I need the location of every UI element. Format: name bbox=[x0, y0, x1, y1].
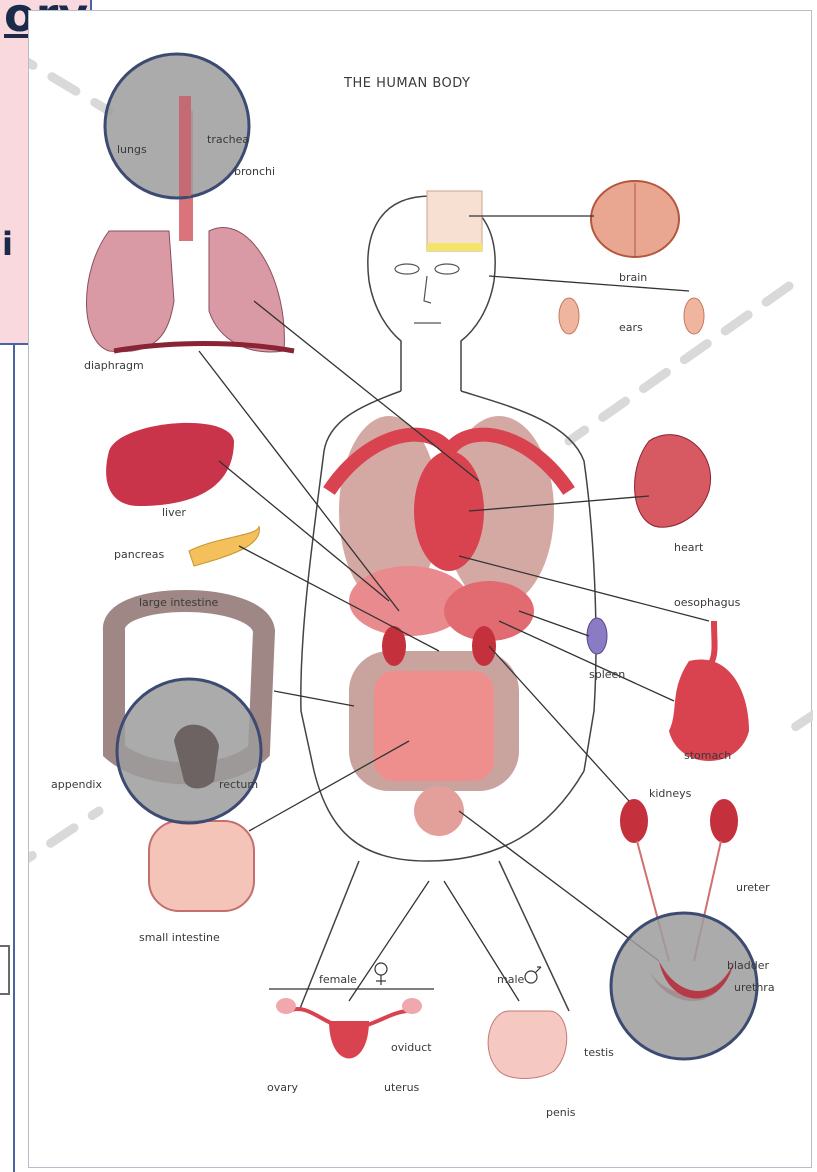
female-symbol-icon bbox=[375, 963, 387, 985]
label-oviduct: oviduct bbox=[391, 1041, 432, 1054]
diagram-title: THE HUMAN BODY bbox=[343, 76, 470, 91]
organ-pancreas bbox=[189, 526, 259, 566]
highlight-circle-trachea bbox=[105, 54, 249, 198]
dashed-arrow-top-left bbox=[29, 51, 109, 111]
label-female: female bbox=[319, 973, 357, 986]
male-symbol-icon bbox=[525, 967, 541, 983]
label-uterus: uterus bbox=[384, 1081, 420, 1094]
label-penis: penis bbox=[546, 1106, 576, 1119]
label-lungs: lungs bbox=[117, 143, 147, 156]
label-trachea: trachea bbox=[207, 133, 249, 146]
label-ureter: ureter bbox=[736, 881, 770, 894]
label-testis: testis bbox=[584, 1046, 614, 1059]
label-spleen: spleen bbox=[589, 668, 625, 681]
label-brain: brain bbox=[619, 271, 647, 284]
label-rectum: rectum bbox=[219, 778, 258, 791]
organ-liver bbox=[106, 423, 234, 506]
organ-small-intestine bbox=[149, 821, 254, 911]
leader-ears bbox=[489, 276, 689, 291]
label-urethra: urethra bbox=[734, 981, 775, 994]
label-appendix: appendix bbox=[51, 778, 102, 791]
left-tab-shape bbox=[0, 945, 10, 995]
organ-oesophagus-stomach bbox=[669, 621, 749, 761]
leader-stomach bbox=[499, 621, 674, 701]
label-ovary: ovary bbox=[267, 1081, 299, 1094]
left-border-line bbox=[13, 345, 15, 1172]
label-stomach: stomach bbox=[684, 749, 731, 762]
label-bronchi: bronchi bbox=[234, 165, 275, 178]
torso-bladder bbox=[414, 786, 464, 836]
label-ears: ears bbox=[619, 321, 643, 334]
label-pancreas: pancreas bbox=[114, 548, 165, 561]
label-bladder: bladder bbox=[727, 959, 770, 972]
head-outline bbox=[368, 196, 431, 391]
dashed-arrow-right bbox=[569, 286, 789, 441]
label-male: male bbox=[497, 973, 525, 986]
label-oesophagus: oesophagus bbox=[674, 596, 741, 609]
organ-heart bbox=[635, 435, 711, 528]
organ-spleen bbox=[587, 618, 607, 654]
trachea-detail bbox=[179, 96, 191, 196]
torso-organs bbox=[329, 416, 569, 836]
label-small-intestine: small intestine bbox=[139, 931, 220, 944]
diagram-canvas: THE HUMAN BODY lungs trachea bronchi dia… bbox=[29, 11, 813, 1169]
dashed-arrow-bottom-right bbox=[789, 711, 813, 731]
organ-male-reproductive bbox=[488, 1011, 567, 1079]
label-large-intestine: large intestine bbox=[139, 596, 219, 609]
dashed-arrow-bottom-left bbox=[29, 811, 99, 871]
torso-kidney-right bbox=[472, 626, 496, 666]
human-body-diagram[interactable]: THE HUMAN BODY lungs trachea bronchi dia… bbox=[28, 10, 812, 1168]
leader-large-intestine bbox=[274, 691, 354, 706]
face bbox=[395, 264, 459, 323]
organ-brain bbox=[591, 181, 679, 257]
label-liver: liver bbox=[162, 506, 186, 519]
brain-cutaway bbox=[427, 191, 482, 251]
slide-text-fragment: i bbox=[2, 225, 13, 263]
label-heart: heart bbox=[674, 541, 704, 554]
label-diaphragm: diaphragm bbox=[84, 359, 144, 372]
torso-small-intestine bbox=[374, 671, 494, 781]
leader-female bbox=[349, 881, 429, 1001]
label-kidneys: kidneys bbox=[649, 787, 692, 800]
